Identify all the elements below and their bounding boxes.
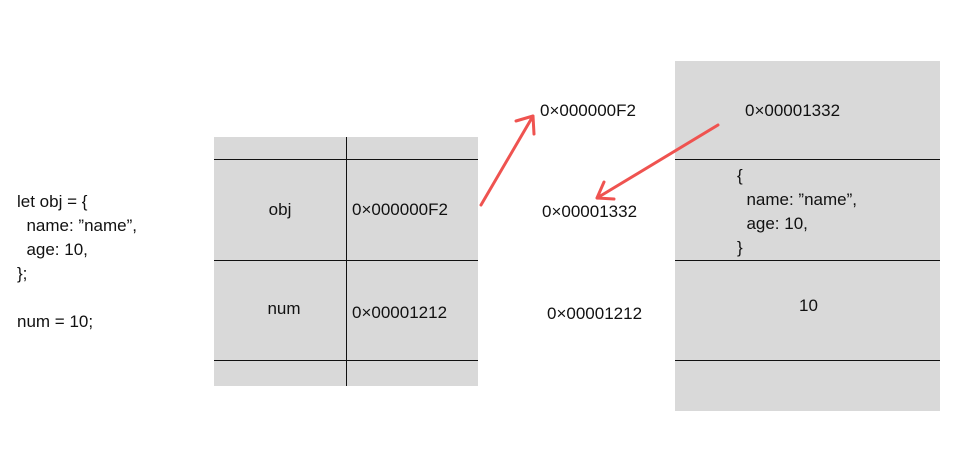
heap-divider	[675, 360, 940, 361]
heap-divider	[675, 260, 940, 261]
table-row-obj-name: obj	[214, 160, 346, 260]
heap-memory-block: 0×00001332 { name: ”name”, age: 10, } 10	[675, 61, 940, 411]
heap-number-value: 10	[799, 296, 818, 315]
variables-table: obj 0×000000F2 num 0×00001212	[214, 137, 478, 386]
pointer-address-mid: 0×00001332	[542, 202, 638, 221]
heap-divider	[675, 159, 940, 160]
pointer-address-top: 0×000000F2	[540, 101, 636, 120]
variable-name-obj: obj	[268, 200, 292, 219]
heap-object-value: { name: ”name”, age: 10, }	[737, 166, 857, 257]
table-column-divider	[346, 137, 347, 386]
arrow-obj-to-address	[479, 114, 536, 207]
table-row-num-address: 0×00001212	[352, 261, 447, 365]
variable-address-num: 0×00001212	[352, 303, 448, 322]
code-snippet: let obj = { name: ”name”, age: 10, }; nu…	[17, 192, 137, 331]
heap-header-address: 0×00001332	[745, 101, 841, 120]
pointer-address-bottom: 0×00001212	[547, 304, 643, 323]
variable-address-obj: 0×000000F2	[352, 200, 448, 219]
table-row-num-name: num	[214, 261, 354, 356]
variable-name-num: num	[267, 298, 301, 318]
table-row-obj-address: 0×000000F2	[352, 160, 448, 260]
